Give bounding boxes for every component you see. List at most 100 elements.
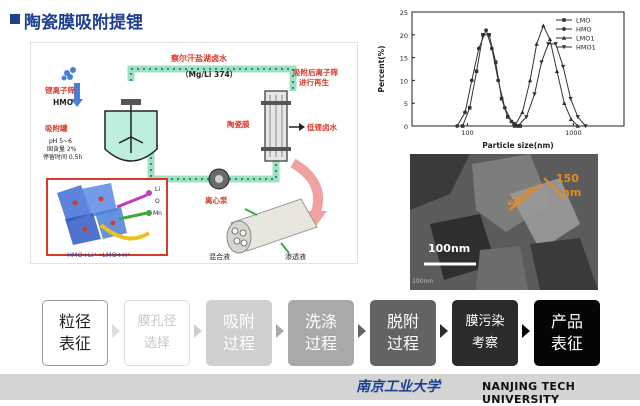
permeate-label: 渗透液: [285, 252, 306, 261]
flow-arrow-icon: [276, 324, 284, 338]
mixed-liquid-label: 混合液: [209, 252, 230, 261]
data-point-lmo1: [547, 37, 553, 42]
flow-step-2: 膜孔径选择: [124, 300, 190, 366]
legend-label: HMO1: [576, 44, 596, 52]
y-tick-label: 10: [400, 77, 408, 85]
data-point-lmo1: [562, 101, 567, 105]
reaction-formula: HMO+Li⁺→LMO+H⁺: [67, 251, 130, 259]
tank-solid: 固含量 2%: [47, 145, 77, 153]
ceramic-tube: [226, 198, 318, 254]
flow-arrow-icon: [194, 324, 202, 338]
flow-step-line2: 过程: [304, 334, 337, 353]
flow-step-line2: 过程: [222, 334, 255, 353]
ion-li-label: Li: [155, 186, 160, 193]
legend-label: HMO: [576, 26, 592, 34]
flow-step-5: 脱附过程: [370, 300, 436, 366]
data-point-lmo: [499, 96, 504, 101]
pipe-network: [71, 65, 297, 183]
series-line-hmo1: [517, 43, 586, 127]
data-point-lmo1: [520, 110, 525, 115]
tem-measure-150-unit: nm: [562, 186, 582, 199]
data-point-lmo: [518, 124, 523, 128]
data-point-hmo: [463, 110, 467, 115]
legend-marker: [562, 18, 566, 22]
legend-marker: [561, 45, 567, 50]
plot-frame: [411, 11, 625, 127]
x-axis-label: Particle size(nm): [482, 141, 553, 150]
flow-step-line2: 表征: [550, 334, 583, 353]
data-point-hmo: [484, 28, 488, 33]
tank-label: 吸附罐: [45, 123, 68, 133]
tem-scale-bar-label: 100nm: [428, 242, 471, 255]
sieve-label: 锂离子筛: [45, 85, 75, 95]
data-point-hmo: [496, 78, 501, 83]
data-point-lmo: [474, 69, 479, 74]
data-point-hmo1: [515, 124, 521, 129]
process-flow: 粒径表征膜孔径选择吸附过程洗涤过程脱附过程膜污染考察产品表征: [0, 292, 640, 378]
data-point-hmo1: [553, 42, 558, 47]
low-li-label: 低锂卤水: [306, 122, 337, 132]
brine-title: 察尔汗盐湖卤水: [171, 53, 228, 63]
data-point-lmo: [460, 124, 465, 128]
flow-step-line1: 洗涤: [304, 312, 337, 331]
data-point-lmo: [487, 33, 491, 37]
flow-step-line2: 过程: [386, 334, 419, 353]
legend-marker: [562, 27, 566, 31]
sieve-formula: HMO: [53, 98, 73, 107]
data-point-hmo1: [524, 115, 529, 120]
flow-arrow-icon: [358, 324, 366, 338]
flow-step-7: 产品表征: [534, 300, 600, 366]
flow-step-3: 吸附过程: [206, 300, 272, 366]
data-point-lmo: [467, 105, 472, 110]
data-point-lmo1: [575, 123, 581, 128]
flow-arrow-icon: [440, 324, 448, 338]
data-point-hmo1: [583, 124, 588, 129]
data-point-lmo1: [568, 116, 574, 121]
data-point-hmo1: [532, 92, 537, 97]
y-tick-label: 25: [400, 9, 408, 17]
regen-line2: 进行再生: [299, 77, 329, 87]
low-li-arrow-icon: [289, 123, 305, 131]
data-point-hmo: [509, 119, 514, 124]
flow-step-line1: 膜孔径: [137, 314, 177, 329]
data-point-hmo1: [560, 64, 566, 69]
flow-step-6: 膜污染考察: [452, 300, 518, 366]
regen-line1: 吸附后离子筛: [293, 67, 338, 77]
x-tick-label: 100: [461, 129, 473, 137]
y-tick-label: 15: [400, 55, 408, 63]
data-point-lmo1: [527, 78, 533, 83]
data-point-lmo: [493, 60, 498, 64]
tem-micrograph: 58nm 150 nm 100nm 100nm: [410, 154, 598, 290]
data-point-lmo1: [541, 23, 546, 28]
flow-arrow-icon: [522, 324, 530, 338]
y-tick-label: 0: [404, 123, 408, 131]
ion-mn-label: Mn: [153, 210, 162, 217]
flow-arrow-icon: [112, 324, 120, 338]
flow-step-line1: 吸附: [222, 312, 255, 331]
x-tick-label: 1000: [565, 129, 582, 137]
data-point-lmo: [481, 33, 485, 37]
series-line-hmo: [456, 28, 519, 127]
data-point-hmo1: [546, 42, 551, 47]
legend-marker: [561, 35, 567, 40]
process-diagram-svg: 察尔汗盐湖卤水 （Mg/Li 374） 锂离子筛 HMO 吸附罐 pH 5~6 …: [43, 53, 338, 261]
tem-micrograph-svg: [410, 154, 598, 290]
flow-step-line2: 表征: [58, 334, 91, 353]
footer-bar: [0, 374, 640, 400]
flow-step-line2: 考察: [471, 336, 498, 351]
series-line-lmo1: [514, 24, 579, 127]
university-logo-text: 南京工业大学: [356, 379, 440, 395]
process-diagram: 察尔汗盐湖卤水 （Mg/Li 374） 锂离子筛 HMO 吸附罐 pH 5~6 …: [30, 42, 358, 264]
membrane-label: 陶瓷膜: [227, 119, 250, 129]
data-point-hmo1: [568, 96, 573, 101]
ion-sieve-icon: [61, 67, 76, 81]
pump-label: 离心泵: [205, 195, 228, 205]
flow-step-line1: 膜污染: [465, 314, 505, 329]
flow-step-line2: 选择: [143, 336, 170, 351]
data-point-lmo1: [512, 123, 518, 128]
brine-ratio: （Mg/Li 374）: [181, 69, 237, 79]
data-point-hmo: [476, 46, 481, 51]
data-point-hmo: [502, 105, 507, 110]
